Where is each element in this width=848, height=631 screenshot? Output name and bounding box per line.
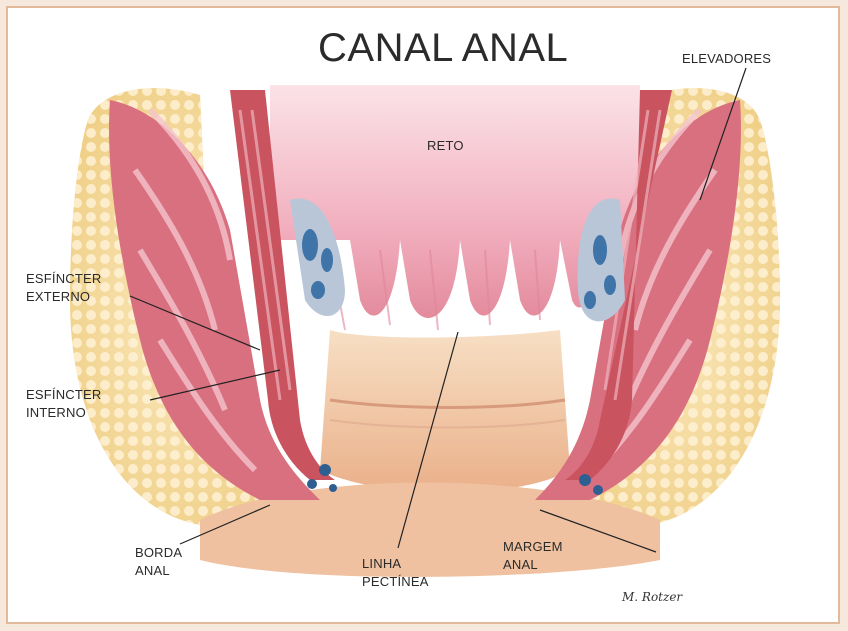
label-reto: RETO	[427, 137, 464, 155]
illustrator-signature: M. Rotzer	[622, 590, 682, 604]
label-esfincter-externo: ESFÍNCTER EXTERNO	[26, 270, 101, 306]
label-borda-anal: BORDA ANAL	[135, 544, 182, 580]
diagram-title: CANAL ANAL	[318, 26, 568, 71]
label-esfincter-interno: ESFÍNCTER INTERNO	[26, 386, 101, 422]
label-elevadores: ELEVADORES	[682, 50, 771, 68]
label-linha-pectinea: LINHA PECTÍNEA	[362, 555, 429, 591]
label-margem-anal: MARGEM ANAL	[503, 538, 563, 574]
